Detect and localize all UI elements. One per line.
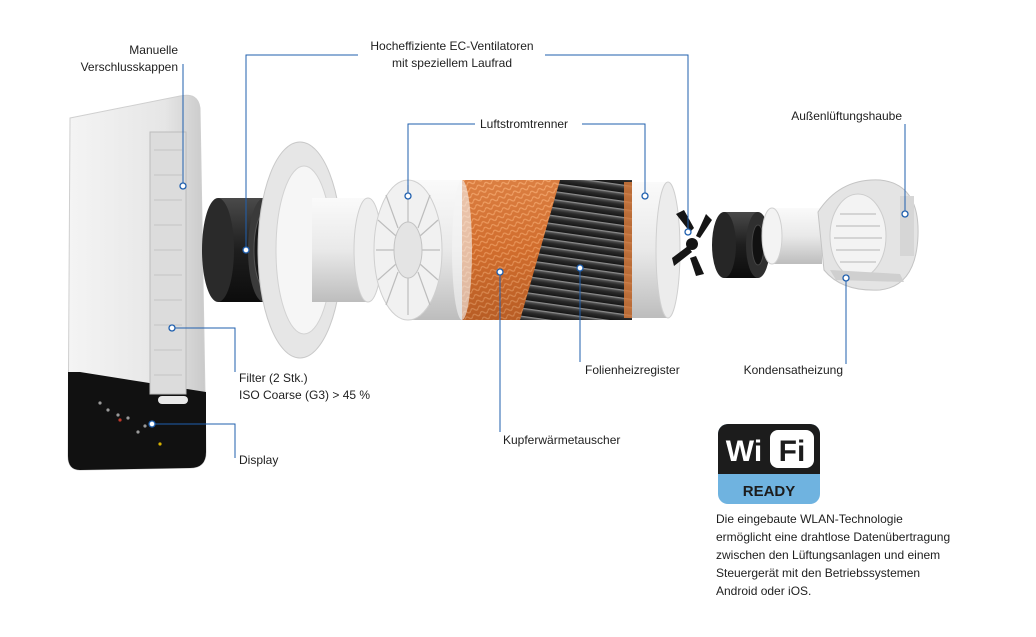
label-ec-fans-line2: mit speziellem Laufrad (391, 56, 513, 70)
wifi-description-line: zwischen den Lüftungsanlagen und einem (716, 548, 941, 562)
leader-dots (148, 182, 909, 428)
label-copper-exchanger: Kupferwärmetauscher (503, 433, 621, 447)
wifi-description-line: Android oder iOS. (716, 584, 812, 598)
wifi-ready-logo: Wi Fi READY (718, 424, 820, 504)
outdoor-hood (817, 179, 919, 291)
wifi-logo-fi: Fi (779, 435, 806, 468)
label-filter: Filter (2 Stk.) ISO Coarse (G3) > 45 % (239, 370, 370, 404)
leader-lines (152, 54, 906, 458)
connector-tube (761, 207, 822, 265)
mounting-flange (257, 141, 383, 359)
wifi-description: Die eingebaute WLAN-Technologie ermöglic… (716, 510, 1016, 600)
label-airflow-separator: Luftstromtrenner (480, 117, 569, 131)
label-condensate-heating: Kondensatheizung (743, 363, 843, 377)
label-ec-fans-line1: Hocheffiziente EC-Ventilatoren (370, 39, 534, 53)
label-filter-line1: Filter (2 Stk.) (239, 371, 308, 385)
label-closing-caps: Manuelle Verschlusskappen (81, 42, 178, 76)
wifi-description-line: Die eingebaute WLAN-Technologie (716, 512, 903, 526)
filter-slats (154, 149, 182, 376)
ec-fan-outdoor (672, 210, 770, 278)
wifi-logo-wi: Wi (726, 435, 762, 468)
label-ec-fans: Hocheffiziente EC-Ventilatoren mit spezi… (362, 38, 542, 72)
display-leds (98, 401, 162, 446)
label-closing-caps-line1: Manuelle (129, 43, 178, 57)
wifi-logo-ready: READY (743, 483, 796, 500)
label-outdoor-hood: Außenlüftungshaube (791, 109, 902, 123)
wifi-description-line: ermöglicht eine drahtlose Datenübertragu… (716, 530, 951, 544)
label-display: Display (239, 453, 279, 467)
label-closing-caps-line2: Verschlusskappen (80, 60, 178, 74)
indoor-panel (67, 94, 207, 471)
wifi-description-line: Steuergerät mit den Betriebssystemen (716, 566, 921, 580)
label-foil-heater: Folienheizregister (585, 363, 680, 377)
label-filter-line2: ISO Coarse (G3) > 45 % (239, 388, 371, 402)
heat-exchanger (452, 180, 681, 320)
